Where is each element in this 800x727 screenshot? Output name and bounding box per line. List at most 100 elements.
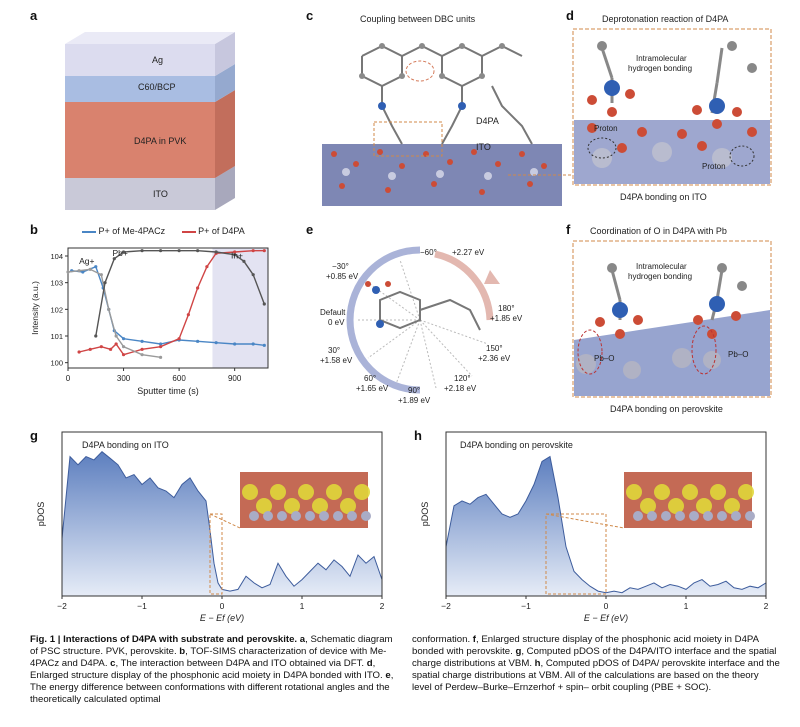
panel-f-letter: f [566,222,571,237]
cap-right-text-2: , Computed pDOS of the D4PA/ITO interfac… [412,646,777,669]
x-tick-label: 0 [220,601,225,611]
legend-label-d4pa: P+ of D4PA [198,226,245,236]
data-point [214,341,218,345]
atom [661,511,671,521]
charge-blob [354,484,370,500]
e-angle-60: 60° [364,374,377,383]
data-point [186,313,190,317]
data-point [114,342,118,346]
data-point [121,353,126,357]
data-point [81,270,85,274]
x-axis-label: E − Ef (eV) [200,613,244,623]
label-ito: ITO [476,142,491,152]
data-point [140,339,144,343]
panel-d-title: Deprotonation reaction of D4PA [602,14,729,24]
data-point [158,345,163,349]
e-energy-30: +1.58 eV [320,356,353,365]
data-point [66,270,70,274]
highlight-box [209,513,223,595]
data-point [112,257,116,261]
d-label-proton-left: Proton [594,124,618,133]
zoom-box-c [373,121,443,157]
atom [263,511,273,521]
data-point [77,269,81,273]
charge-blob [298,484,314,500]
y-axis-label: Intensity (a.u.) [30,281,40,335]
e-angle-30: 30° [328,346,341,355]
data-point [88,267,92,271]
charge-blob [284,498,300,514]
f-label-pbo-right: Pb–O [728,350,749,359]
panel-f-title: Coordination of O in D4PA with Pb [590,226,727,236]
e-energy-120: +2.18 eV [444,384,477,393]
x-tick-label: 1 [684,601,689,611]
atom [305,511,315,521]
cap-right-text-1: , Enlarged structure display of the phos… [412,634,759,657]
e-energy-90: +1.89 eV [398,396,431,405]
cap-left-text-0: , Schematic diagram of PSC structure. PV… [30,634,393,657]
data-point [262,302,266,306]
x-tick-label: 0 [66,374,71,383]
y-tick-label: 102 [50,305,63,314]
data-point [196,339,200,343]
charge-blob [724,498,740,514]
rotation-arc-left [346,246,421,394]
atom [249,511,259,521]
data-point [140,249,144,253]
data-point [262,249,266,253]
data-point [251,273,255,277]
charge-blob [242,484,258,500]
data-point [94,265,98,269]
x-tick-label: 900 [228,374,242,383]
e-energy-m30: +0.85 eV [326,272,359,281]
atom [731,511,741,521]
atom [647,511,657,521]
data-point [251,342,255,346]
data-point [177,249,181,253]
x-tick-label: 2 [380,601,385,611]
highlight-box [545,513,607,595]
atom [675,511,685,521]
layer-label-ag: Ag [152,55,164,65]
data-point [114,334,118,338]
zoom-connector [545,513,625,529]
x-tick-label: 1 [300,601,305,611]
data-point [99,345,103,349]
data-point [214,250,218,254]
cap-right-bold-2: g [515,646,522,657]
c60-layer [65,76,215,102]
y-axis-label: pDOS [36,502,46,527]
d-label-intramolecular: Intramolecular [636,54,687,63]
data-point [103,281,107,285]
rotation-arc-right [434,250,494,321]
cap-right-text-3: , Computed pDOS of D4PA/ perovskite inte… [412,658,780,693]
x-tick-label: 0 [604,601,609,611]
f-label-intramolecular: Intramolecular [636,262,687,271]
data-point [107,307,111,311]
ion-label: In+ [231,251,243,261]
cap-right-bold-1: f [472,634,476,645]
data-point [121,250,126,254]
atom [347,511,357,521]
charge-blob [270,484,286,500]
x-axis-label: Sputter time (s) [137,386,199,396]
charge-blob [668,498,684,514]
charge-blob [654,484,670,500]
y-axis-label: pDOS [420,502,430,527]
charge-blob [682,484,698,500]
layer-label-ito: ITO [153,189,168,199]
cap-right-text-0: conformation. [412,634,473,645]
e-energy-60: +1.65 eV [356,384,389,393]
data-point [233,342,237,346]
charge-blob [256,498,272,514]
f-label-hbond: hydrogen bonding [628,272,693,281]
cap-right-bold-3: h [534,658,541,669]
caption-right: conformation. f, Enlarged structure disp… [412,634,780,694]
data-point [205,265,209,269]
charge-blob [340,498,356,514]
ito-layer [65,178,215,210]
d4pa-perovskite-zoom [572,240,772,398]
caption-left: Fig. 1 | Interactions of D4PA with subst… [30,634,398,706]
legend-b: P+ of Me-4PACz P+ of D4PA [82,226,245,236]
data-point [196,249,200,253]
